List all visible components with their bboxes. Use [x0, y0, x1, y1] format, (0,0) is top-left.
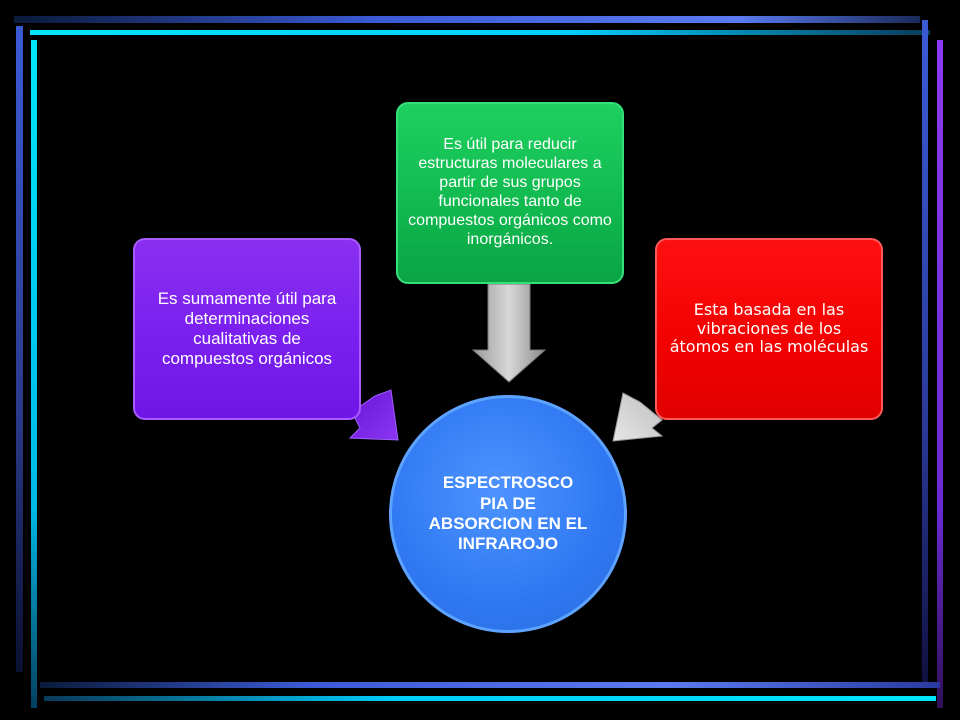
node-right-box: Esta basada en las vibraciones de los át…	[655, 238, 883, 420]
frame-right-bar-2	[937, 40, 943, 708]
frame-bottom-bar-1	[40, 682, 940, 688]
frame-bottom-bar-2	[44, 696, 936, 701]
arrow-left-to-center	[348, 389, 399, 441]
frame-top-bar-1	[14, 16, 920, 23]
node-left-text: Es sumamente útil para determinaciones c…	[157, 288, 337, 369]
frame-left-bar-2	[31, 40, 37, 708]
frame-right-bar-1	[922, 20, 928, 684]
center-label: ESPECTROSCO PIA DE ABSORCION EN EL INFRA…	[428, 473, 588, 554]
center-circle: ESPECTROSCO PIA DE ABSORCION EN EL INFRA…	[389, 395, 627, 633]
frame-top-bar-2	[30, 30, 930, 35]
arrow-top-to-center	[471, 283, 547, 383]
node-top-text: Es útil para reducir estructuras molecul…	[408, 136, 612, 248]
frame-left-bar-1	[16, 26, 23, 672]
node-left-box: Es sumamente útil para determinaciones c…	[133, 238, 361, 420]
node-top-box: Es útil para reducir estructuras molecul…	[396, 102, 624, 284]
arrow-right-to-center	[612, 392, 664, 442]
node-right-text: Esta basada en las vibraciones de los át…	[669, 299, 869, 357]
